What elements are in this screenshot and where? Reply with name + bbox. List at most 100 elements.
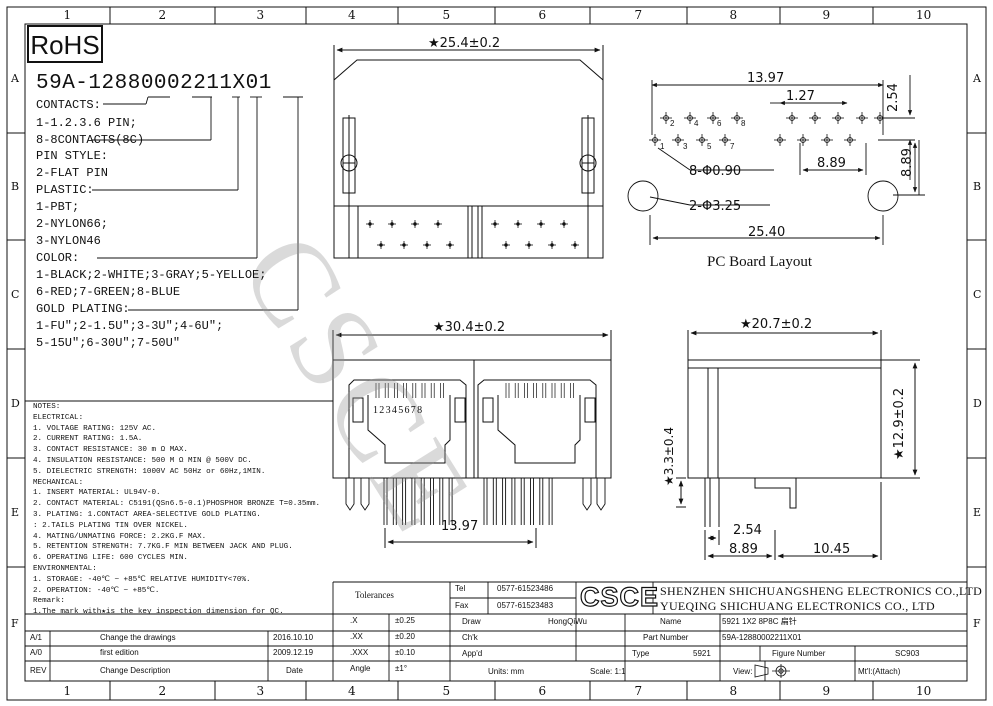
pcb-dim-889b: 8.89 (900, 148, 915, 177)
tolerance-value: ±0.20 (395, 632, 415, 641)
grid-column-label-bottom: 8 (729, 684, 738, 698)
material-label: Mt'l:(Attach) (858, 667, 901, 676)
legend-line: 1-1.2.3.6 PIN; (36, 116, 137, 130)
type-value: 5921 (693, 649, 711, 658)
tel-value: 0577-61523486 (497, 584, 554, 593)
pcb-pin-label: 7 (730, 142, 735, 151)
grid-row-label-left: B (11, 179, 20, 193)
pcb-peg-callout: 2-Φ3.25 (689, 199, 742, 214)
grid-column-label-top: 3 (256, 8, 265, 22)
grid-row-label-left: C (11, 287, 20, 301)
name-label: Name (660, 617, 682, 626)
grid-column-label-bottom: 9 (822, 684, 831, 698)
dim-side-b: 8.89 (729, 542, 758, 557)
grid-row-label-right: D (973, 396, 982, 410)
legend-line: COLOR: (36, 251, 80, 265)
pcb-dim-1397: 13.97 (747, 71, 785, 86)
dim-side-width: ★20.7±0.2 (740, 317, 813, 332)
dim-side-pin: ★3.3±0.4 (662, 427, 676, 486)
pcb-layout (627, 75, 925, 245)
legend-line: 2-FLAT PIN (36, 166, 109, 180)
grid-column-label-bottom: 10 (916, 684, 932, 698)
top-view (333, 45, 604, 259)
grid-column-label-top: 5 (442, 8, 451, 22)
pcb-holes (649, 112, 886, 146)
company-name-2: YUEQING SHICHUANG ELECTRONICS CO., LTD (660, 599, 935, 613)
revision-id: A/0 (30, 648, 43, 657)
outer-border (6, 6, 987, 701)
title-block (25, 581, 967, 681)
dim-top-width: ★25.4±0.2 (428, 36, 501, 51)
grid-row-label-right: F (973, 617, 981, 630)
note-line: NOTES: (33, 403, 61, 411)
dim-side-a: 2.54 (733, 523, 762, 538)
note-line: 5. RETENTION STRENGTH: 7.7KG.F MIN BETWE… (33, 543, 293, 552)
revision-header-rev: REV (30, 666, 47, 675)
legend-line: CONTACTS: (36, 98, 101, 112)
note-line: 2. OPERATION: -40℃ ~ +85℃. (33, 586, 160, 595)
legend-line: 1-PBT; (36, 200, 80, 214)
note-line: 1. INSERT MATERIAL: UL94V-0. (33, 489, 161, 498)
pcb-pin-label: 3 (683, 142, 688, 151)
check-label: Ch'k (462, 633, 478, 642)
part-number: 59A-12880002211X01 (36, 72, 272, 95)
note-line: 3. CONTACT RESISTANCE: 30 m Ω MAX. (33, 446, 188, 455)
front-view-legs (345, 478, 606, 525)
grid-column-label-top: 9 (822, 8, 831, 22)
grid-column-label-bottom: 6 (538, 684, 547, 698)
row-ticks (7, 132, 986, 568)
dim-side-c: 10.45 (813, 542, 851, 557)
grid-row-label-right: C (973, 287, 982, 301)
note-line: 4. INSULATION RESISTANCE: 500 M Ω MIN @ … (33, 457, 252, 465)
note-line: 2. CONTACT MATERIAL: C5191(QSn6.5-0.1)PH… (33, 500, 321, 509)
revision-description: first edition (100, 648, 139, 657)
pcb-pin-label: 8 (741, 119, 746, 128)
note-line: Remark: (33, 597, 65, 606)
pcb-dim-127: 1.27 (786, 89, 815, 104)
approved-label: App'd (462, 649, 483, 658)
draw-value: HongQiWu (548, 617, 587, 626)
rohs-badge: RoHS (27, 25, 103, 63)
note-line: 6. OPERATING LIFE: 600 CYCLES MIN. (33, 554, 188, 563)
grid-row-label-right: A (973, 71, 981, 85)
note-line: ELECTRICAL: (33, 413, 84, 422)
grid-column-label-bottom: 3 (256, 684, 265, 698)
grid-row-label-right: B (973, 179, 982, 193)
note-line: 1. STORAGE: -40℃ ~ +85℃ RELATIVE HUMIDIT… (33, 575, 251, 584)
grid-column-label-top: 10 (916, 8, 932, 22)
revision-description: Change the drawings (100, 633, 176, 642)
draw-label: Draw (462, 617, 481, 626)
legend-line: 8-8CONTACTS(8C) (36, 133, 145, 147)
pcb-layout-title: PC Board Layout (707, 254, 812, 270)
figure-number-value: SC903 (895, 649, 920, 658)
grid-column-label-top: 2 (158, 8, 167, 22)
inner-border (24, 23, 968, 682)
dim-side-height: ★12.9±0.2 (892, 387, 907, 460)
company-logo: CSCE (579, 581, 660, 612)
pcb-pin-label: 2 (670, 119, 675, 128)
pcb-dim-254: 2.54 (886, 83, 901, 112)
pcb-dim-889a: 8.89 (817, 156, 846, 171)
note-line: 1.The mark with★is the key inspection di… (33, 608, 284, 617)
revision-header-date: Date (286, 666, 303, 675)
legend-line: 2-NYLON66; (36, 217, 109, 231)
grid-row-label-right: E (973, 505, 982, 519)
grid-row-label-left: D (11, 396, 20, 410)
pcb-pin-label: 5 (707, 142, 712, 151)
front-pin-dim (384, 528, 537, 548)
pcb-hole-callout: 8-Φ0.90 (689, 164, 742, 179)
grid-column-label-bottom: 5 (442, 684, 451, 698)
note-line: 5. DIELECTRIC STRENGTH: 1000V AC 50Hz or… (33, 467, 266, 476)
note-line: ENVIRONMENTAL: (33, 565, 97, 573)
grid-column-label-top: 6 (538, 8, 547, 22)
front-view (332, 330, 612, 479)
tel-label: Tel (455, 584, 466, 593)
legend-line: 1-FU";2-1.5U";3-3U";4-6U"; (36, 319, 224, 333)
company-name-1: SHENZHEN SHICHUANGSHENG ELECTRONICS CO.,… (660, 584, 983, 598)
legend-line: 6-RED;7-GREEN;8-BLUE (36, 285, 181, 299)
note-line: 3. PLATING: 1.CONTACT AREA-SELECTIVE GOL… (33, 511, 261, 519)
scale-label: Scale: 1:1 (590, 667, 626, 676)
fax-label: Fax (455, 601, 469, 610)
tolerance-key: .XXX (350, 648, 369, 657)
